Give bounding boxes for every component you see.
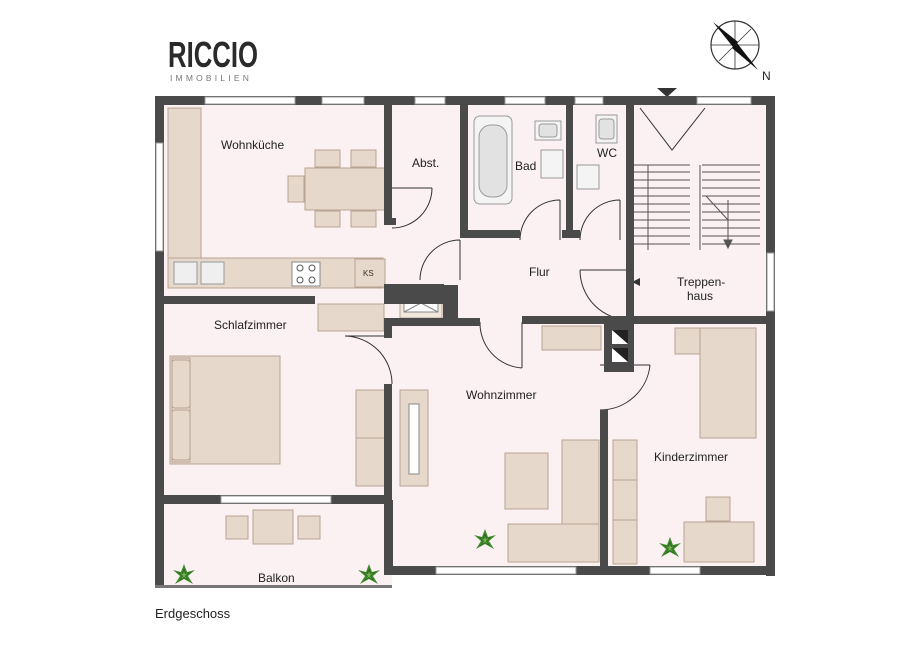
room-label-wohnkueche: Wohnküche bbox=[221, 138, 284, 152]
compass-rose: N bbox=[710, 20, 771, 83]
entrance-arrow-icon bbox=[657, 88, 677, 97]
brand-name: RICCIO bbox=[168, 34, 258, 75]
chimney bbox=[612, 330, 628, 362]
fridge-label: KS bbox=[363, 269, 374, 278]
room-label-treppenhaus-2: haus bbox=[687, 289, 713, 303]
room-label-bad: Bad bbox=[515, 159, 536, 173]
furniture bbox=[167, 107, 757, 565]
brand-logo: RICCIO IMMOBILIEN bbox=[168, 34, 258, 83]
compass-north-label: N bbox=[762, 69, 771, 83]
room-label-balkon: Balkon bbox=[258, 571, 295, 585]
room-label-wohnzimmer: Wohnzimmer bbox=[466, 388, 536, 402]
staircase bbox=[630, 164, 760, 250]
windows bbox=[155, 96, 775, 575]
room-label-schlafzimmer: Schlafzimmer bbox=[214, 318, 287, 332]
brand-subtitle: IMMOBILIEN bbox=[170, 73, 252, 83]
room-label-treppenhaus-1: Treppen- bbox=[677, 275, 725, 289]
entry-direction-icon bbox=[632, 278, 640, 286]
floor-name: Erdgeschoss bbox=[155, 606, 231, 621]
room-label-flur: Flur bbox=[529, 265, 550, 279]
room-label-wc: WC bbox=[597, 146, 617, 160]
room-labels: Wohnküche Abst. Bad WC Flur Treppen- hau… bbox=[214, 138, 728, 585]
room-label-kinderzimmer: Kinderzimmer bbox=[654, 450, 728, 464]
room-label-abst: Abst. bbox=[412, 156, 439, 170]
